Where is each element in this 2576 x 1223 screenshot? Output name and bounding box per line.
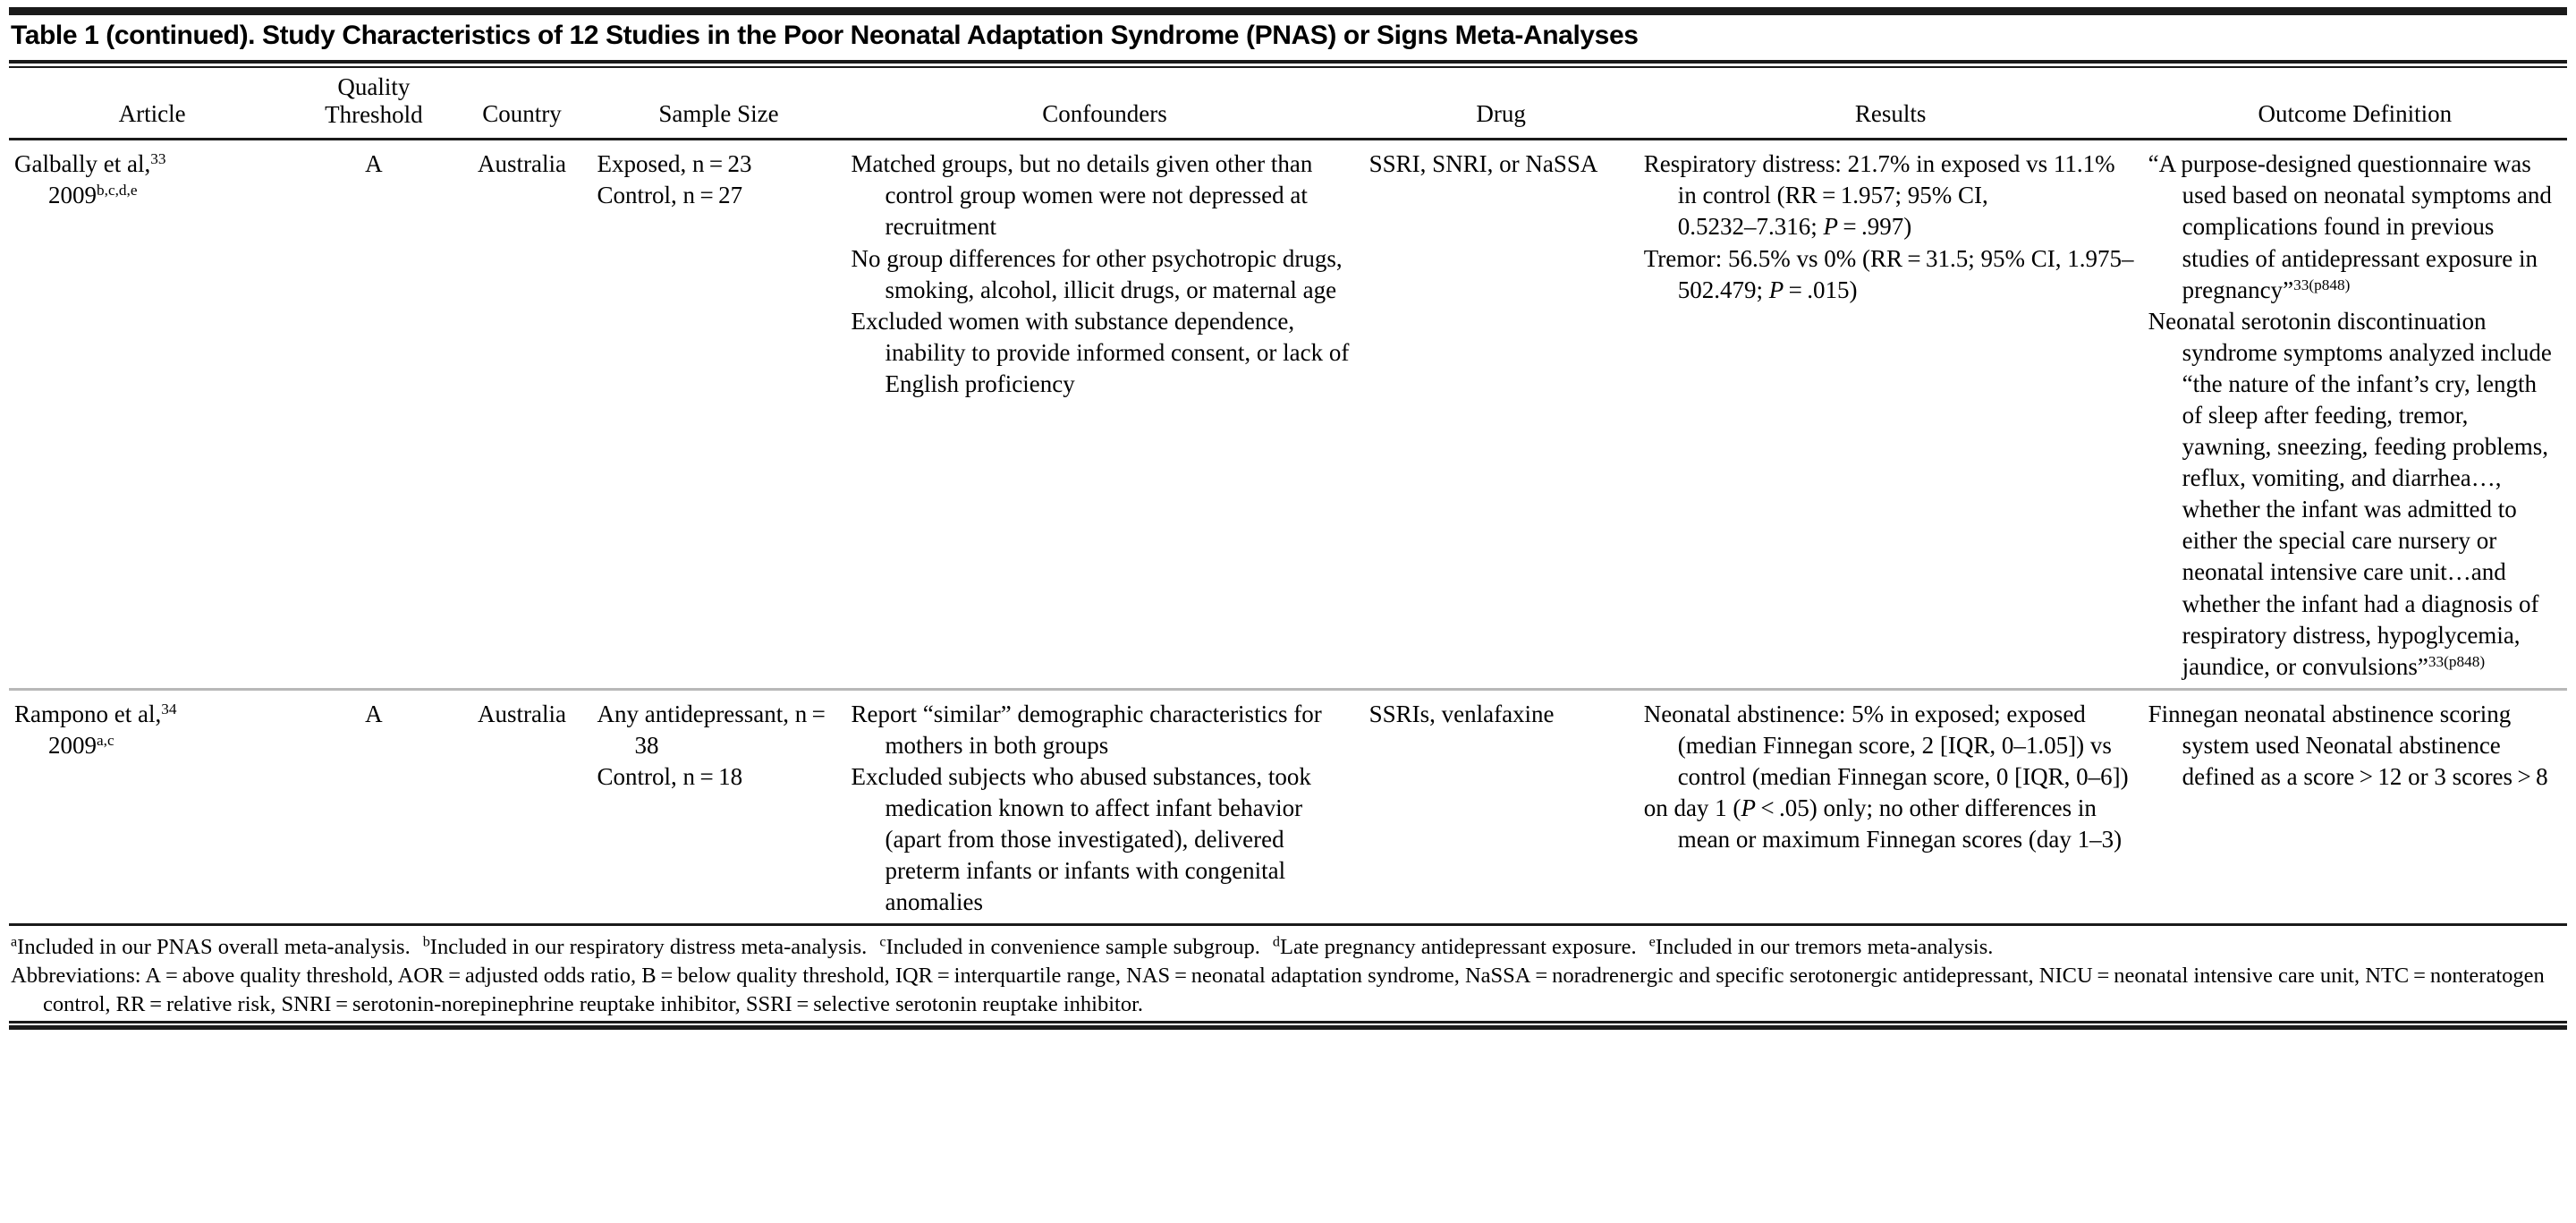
cell-results: Respiratory distress: 21.7% in exposed v… [1639,140,2143,688]
article-reference-number: 33 [150,150,166,168]
column-header-sample-size: Sample Size [658,100,779,128]
table-title: Table 1 (continued). Study Characteristi… [11,21,1639,50]
bottom-rule [9,1021,2567,1030]
drug-item: SSRI, SNRI, or NaSSA [1368,150,1598,178]
article-citation: Rampono et al,34 2009a,c [14,699,290,761]
outcome-quote: Neonatal serotonin discontinuation syndr… [2148,307,2552,680]
footnotes-block: aIncluded in our PNAS overall meta-analy… [9,926,2567,1019]
footnote-markers-line: aIncluded in our PNAS overall meta-analy… [11,933,2565,962]
cell-results: Neonatal abstinence: 5% in exposed; expo… [1639,691,2143,924]
study-characteristics-table: Article Quality Threshold Country Sample… [9,68,2567,139]
result-item: Respiratory distress: 21.7% in exposed v… [1643,150,2115,209]
cell-drug: SSRIs, venlafaxine [1364,691,1639,924]
outcome-citation: 33(p848) [2293,276,2351,293]
cell-article: Rampono et al,34 2009a,c [9,691,295,924]
sample-line: Control, n = 27 [597,182,743,209]
cell-country: Australia [478,150,566,178]
footnote-marker-d: d [1272,935,1280,951]
confounder-item: Matched groups, but no details given oth… [851,150,1313,241]
cell-confounders: Report “similar” demographic characteris… [846,691,1364,924]
cell-sample-size: Any antidepressant, n = 38 Control, n = … [592,691,846,924]
article-year: 2009 [48,182,97,209]
cell-confounders: Matched groups, but no details given oth… [846,140,1364,688]
outcome-quote: “A purpose-designed questionnaire was us… [2148,150,2552,303]
article-year: 2009 [48,731,97,759]
confounder-item: Excluded subjects who abused substances,… [851,763,1311,916]
result-item: Neonatal abstinence: 5% in exposed; expo… [1643,700,2129,790]
header-top-rule [9,59,2567,68]
cell-quality-threshold: A [365,150,383,178]
header-bottom-rule [9,138,2567,141]
table-body-row-1: Galbally et al,33 2009b,c,d,e A Australia… [9,140,2567,688]
article-author: Rampono et al, [14,700,162,727]
sample-line: Control, n = 18 [597,763,743,790]
article-citation: Galbally et al,33 2009b,c,d,e [14,149,290,211]
footnote-marker-e: e [1648,935,1656,951]
footnote-text-b: Included in our respiratory distress met… [429,935,868,960]
table-row: Galbally et al,33 2009b,c,d,e A Australia… [9,140,2567,688]
table-page: Table 1 (continued). Study Characteristi… [0,7,2576,1223]
article-footnote-markers: b,c,d,e [97,182,138,200]
quality-header-line2: Threshold [325,101,423,129]
column-header-quality-threshold: Quality Threshold [295,68,452,139]
column-header-results: Results [1854,100,1927,128]
cell-outcome-definition: “A purpose-designed questionnaire was us… [2143,140,2567,688]
outcome-item: Finnegan neonatal abstinence scoring sys… [2148,700,2548,790]
column-header-country: Country [482,100,562,128]
cell-quality-threshold: A [365,700,383,727]
footnote-marker-b: b [422,935,430,951]
result-item: 0.5232–7.316; P = .997) [1677,213,1912,241]
footnote-text-d: Late pregnancy antidepressant exposure. [1279,935,1637,960]
footnote-text-e: Included in our tremors meta-analysis. [1655,935,1994,960]
outcome-item: Neonatal serotonin discontinuation syndr… [2148,306,2562,683]
column-header-confounders: Confounders [1042,100,1167,128]
footnote-text-c: Included in convenience sample subgroup. [886,935,1260,960]
column-header-drug: Drug [1476,100,1526,128]
outcome-citation: 33(p848) [2428,652,2486,670]
cell-article: Galbally et al,33 2009b,c,d,e [9,140,295,688]
cell-sample-size: Exposed, n = 23 Control, n = 27 [592,140,846,688]
article-author: Galbally et al, [14,150,151,178]
cell-drug: SSRI, SNRI, or NaSSA [1364,140,1639,688]
outcome-item: “A purpose-designed questionnaire was us… [2148,149,2562,305]
abbreviations-line: Abbreviations: A = above quality thresho… [11,964,2545,1017]
table-header-row: Article Quality Threshold Country Sample… [9,68,2567,139]
footnote-marker-a: a [11,935,18,951]
footnotes-top-rule [9,923,2567,927]
row-separator-rule [9,687,2567,691]
footnote-marker-c: c [879,935,886,951]
sample-line: Exposed, n = 23 [597,150,752,178]
result-item: on day 1 (P < .05) only; no other differ… [1643,794,2123,854]
article-footnote-markers: a,c [97,731,114,749]
confounder-item: Excluded women with substance dependence… [851,307,1350,397]
result-item: Tremor: 56.5% vs 0% (RR = 31.5; 95% CI, … [1643,244,2134,303]
cell-outcome-definition: Finnegan neonatal abstinence scoring sys… [2143,691,2567,924]
drug-item: SSRIs, venlafaxine [1368,700,1555,727]
confounder-item: No group differences for other psychotro… [851,244,1343,303]
top-rule [9,7,2567,15]
table-body-row-2: Rampono et al,34 2009a,c A Australia Any … [9,691,2567,924]
footnote-text-a: Included in our PNAS overall meta-analys… [17,935,411,960]
sample-line: Any antidepressant, n = 38 [597,700,831,759]
column-header-article: Article [118,100,186,128]
cell-country: Australia [478,700,566,727]
column-header-outcome-definition: Outcome Definition [2258,100,2453,128]
confounder-item: Report “similar” demographic characteris… [851,700,1322,759]
quality-header-line1: Quality [337,72,411,100]
article-reference-number: 34 [161,700,177,718]
table-row: Rampono et al,34 2009a,c A Australia Any … [9,691,2567,924]
